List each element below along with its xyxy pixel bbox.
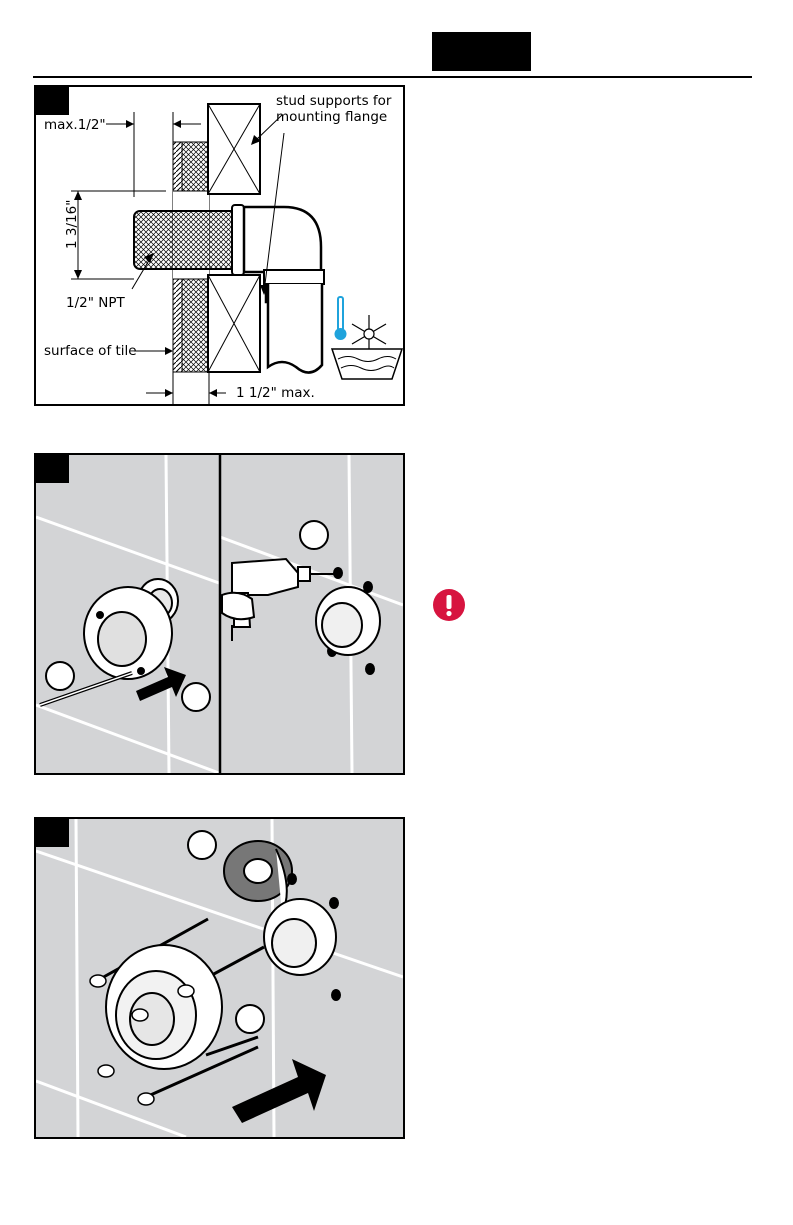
label-height: 1 3/16" — [64, 200, 80, 249]
supply-pipe — [268, 284, 322, 373]
label-max-1-half: 1 1/2" max. — [236, 385, 315, 401]
header-tab — [432, 32, 531, 71]
callout-circle — [236, 1005, 264, 1033]
nipple — [264, 899, 336, 975]
nipple-right — [316, 587, 380, 655]
figure-rough-in: max.1/2" stud supports for mounting flan… — [34, 85, 405, 406]
flange — [106, 945, 222, 1069]
caution-exclamation-icon — [432, 588, 466, 622]
figure-flange-drill — [34, 453, 405, 775]
flange-drill-drawing — [36, 455, 403, 773]
header-rule — [33, 76, 752, 78]
label-max-half: max.1/2" — [44, 117, 106, 133]
label-surface-of-tile: surface of tile — [44, 343, 137, 359]
figure-flange-screws — [34, 817, 405, 1139]
label-npt: 1/2" NPT — [66, 295, 125, 311]
flange-left — [84, 579, 178, 679]
motion-arrow-icon — [232, 1059, 326, 1123]
label-stud-line1: stud supports for — [276, 93, 391, 109]
label-stud-line2: mounting flange — [276, 109, 387, 125]
teflon-tape — [224, 841, 292, 913]
callout-circle — [300, 521, 328, 549]
callout-circle — [188, 831, 216, 859]
callout-circle — [182, 683, 210, 711]
flange-screws-drawing — [36, 819, 403, 1137]
callout-circle — [46, 662, 74, 690]
freeze-warning-icon — [332, 297, 402, 379]
